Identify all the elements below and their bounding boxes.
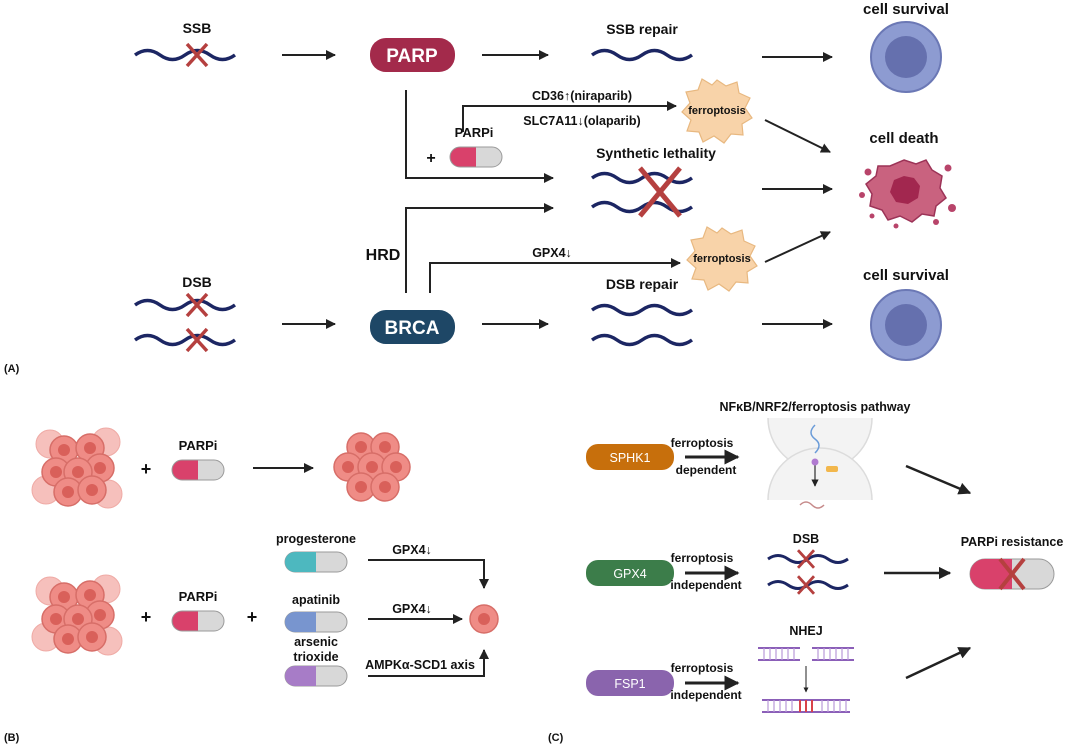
parpi-pill-a: [449, 146, 503, 168]
ssb-dna-strand: [133, 48, 237, 62]
nfkb-pathway-label: NFκB/NRF2/ferroptosis pathway: [719, 400, 910, 414]
nhej-label: NHEJ: [789, 624, 822, 638]
gpx4-label: GPX4: [613, 567, 646, 581]
synthetic-lethality-cross: [638, 166, 682, 218]
cell-survival-bottom-label: cell survival: [863, 267, 949, 284]
ssb-repair-label: SSB repair: [606, 21, 678, 37]
arsenic-label-line2: trioxide: [293, 650, 338, 664]
ssb-repaired-dna: [590, 48, 694, 62]
plus-sign-b3: +: [247, 607, 258, 627]
dsb-dna-strand-1: [133, 298, 237, 312]
parp-box: [370, 38, 455, 72]
parpi-pill-b2: [171, 610, 225, 632]
dsb-break-cross-2: [185, 327, 209, 353]
gpx4-box: [586, 560, 674, 586]
fsp1-label: FSP1: [614, 677, 645, 691]
progesterone-label: progesterone: [276, 532, 356, 546]
apatinib-label: apatinib: [292, 593, 340, 607]
synthetic-lethality-label: Synthetic lethality: [596, 145, 716, 161]
parpi-pill-b1: [171, 459, 225, 481]
arrow-progesterone-effect: [368, 559, 489, 589]
dsb-cross-c-1: [796, 548, 816, 570]
dsb-label: DSB: [182, 274, 212, 290]
dsb-repaired-dna-2: [590, 333, 694, 347]
arrow-ferroptosis-to-death-top: [764, 119, 831, 153]
gpx4-down-b1: GPX4↓: [392, 543, 432, 557]
panel-b: + PARPi + PARPi: [4, 427, 499, 744]
plus-parpi-sign: +: [426, 150, 435, 167]
arrow-ferroptosis-to-death-bottom: [764, 231, 831, 263]
plus-sign-b2: +: [141, 607, 152, 627]
arrow-to-ferroptosis-top: [462, 101, 677, 132]
panel-b-label: (B): [4, 732, 20, 744]
arrow-parp-to-synthetic-lethality: [405, 90, 554, 183]
hrd-label: HRD: [366, 247, 401, 264]
gpx4-down-b2: GPX4↓: [392, 602, 432, 616]
panel-a-label: (A): [4, 363, 20, 375]
parpi-label-b1: PARPi: [179, 438, 218, 453]
ssb-break-cross: [185, 42, 209, 68]
nhej-illustration: [758, 647, 854, 713]
tumor-cluster-bottom: [31, 574, 123, 656]
tumor-cluster-reduced: [333, 432, 411, 502]
sphk1-box: [586, 444, 674, 470]
arsenic-label-line1: arsenic: [294, 635, 338, 649]
arrow-hrd-to-synthetic-lethality: [405, 203, 554, 293]
cell-survival-top-label: cell survival: [863, 1, 949, 18]
parpi-label-b2: PARPi: [179, 589, 218, 604]
ampk-axis-label: AMPKα-SCD1 axis: [365, 658, 475, 672]
dsb-break-cross-1: [185, 292, 209, 318]
arrow-to-ferroptosis-bottom: [429, 258, 681, 293]
sphk1-label: SPHK1: [610, 451, 651, 465]
dsb-repaired-dna-1: [590, 303, 694, 317]
cell-death-label: cell death: [869, 130, 938, 147]
parp-label: PARP: [386, 46, 438, 67]
arrow-sphk1-to-resistance: [905, 464, 972, 495]
fsp1-box: [586, 670, 674, 696]
parpi-resistance-label: PARPi resistance: [961, 535, 1064, 549]
cell-survival-bottom-icon: [870, 289, 942, 361]
cell-survival-top-icon: [870, 21, 942, 93]
nfkb-pathway-illustration: [767, 417, 873, 509]
panel-c-label: (C): [548, 732, 564, 744]
ferroptosis-dependent-1: ferroptosis: [671, 436, 734, 450]
slc7a11-label: SLC7A11↓(olaparib): [523, 114, 640, 128]
dsb-repair-label: DSB repair: [606, 276, 679, 292]
cd36-label: CD36↑(niraparib): [532, 89, 632, 103]
single-tumor-cell: [469, 604, 499, 634]
panel-c: NFκB/NRF2/ferroptosis pathway SPHK1 ferr…: [548, 400, 1063, 744]
parpi-resistance-pill: [969, 557, 1055, 591]
independent-label-2: independent: [670, 688, 741, 702]
dsb-cross-c-2: [796, 574, 816, 596]
gpx4-down-label: GPX4↓: [532, 246, 572, 260]
arrow-arsenic-effect: [368, 649, 489, 677]
brca-label: BRCA: [385, 318, 440, 339]
dead-cell-icon: [859, 159, 956, 229]
plus-sign-b1: +: [141, 459, 152, 479]
apatinib-pill: [284, 611, 348, 633]
ferroptosis-label-3: ferroptosis: [671, 661, 734, 675]
parpi-label-a: PARPi: [455, 125, 494, 140]
arsenic-trioxide-pill: [284, 665, 348, 687]
progesterone-pill: [284, 551, 348, 573]
ssb-label: SSB: [183, 20, 212, 36]
brca-box: [370, 310, 455, 344]
dsb-dna-strand-2: [133, 333, 237, 347]
ferroptosis-top-label: ferroptosis: [688, 105, 745, 117]
ferroptosis-label-2: ferroptosis: [671, 551, 734, 565]
panel-a: SSB PARP SSB repair cell survival CD36↑(…: [4, 1, 956, 375]
independent-label-1: independent: [670, 578, 741, 592]
dsb-label-c: DSB: [793, 532, 819, 546]
dependent-label: dependent: [676, 463, 737, 477]
arrow-fsp1-to-resistance: [905, 646, 972, 680]
tumor-cluster-top: [31, 427, 123, 509]
ferroptosis-bottom-label: ferroptosis: [693, 253, 750, 265]
